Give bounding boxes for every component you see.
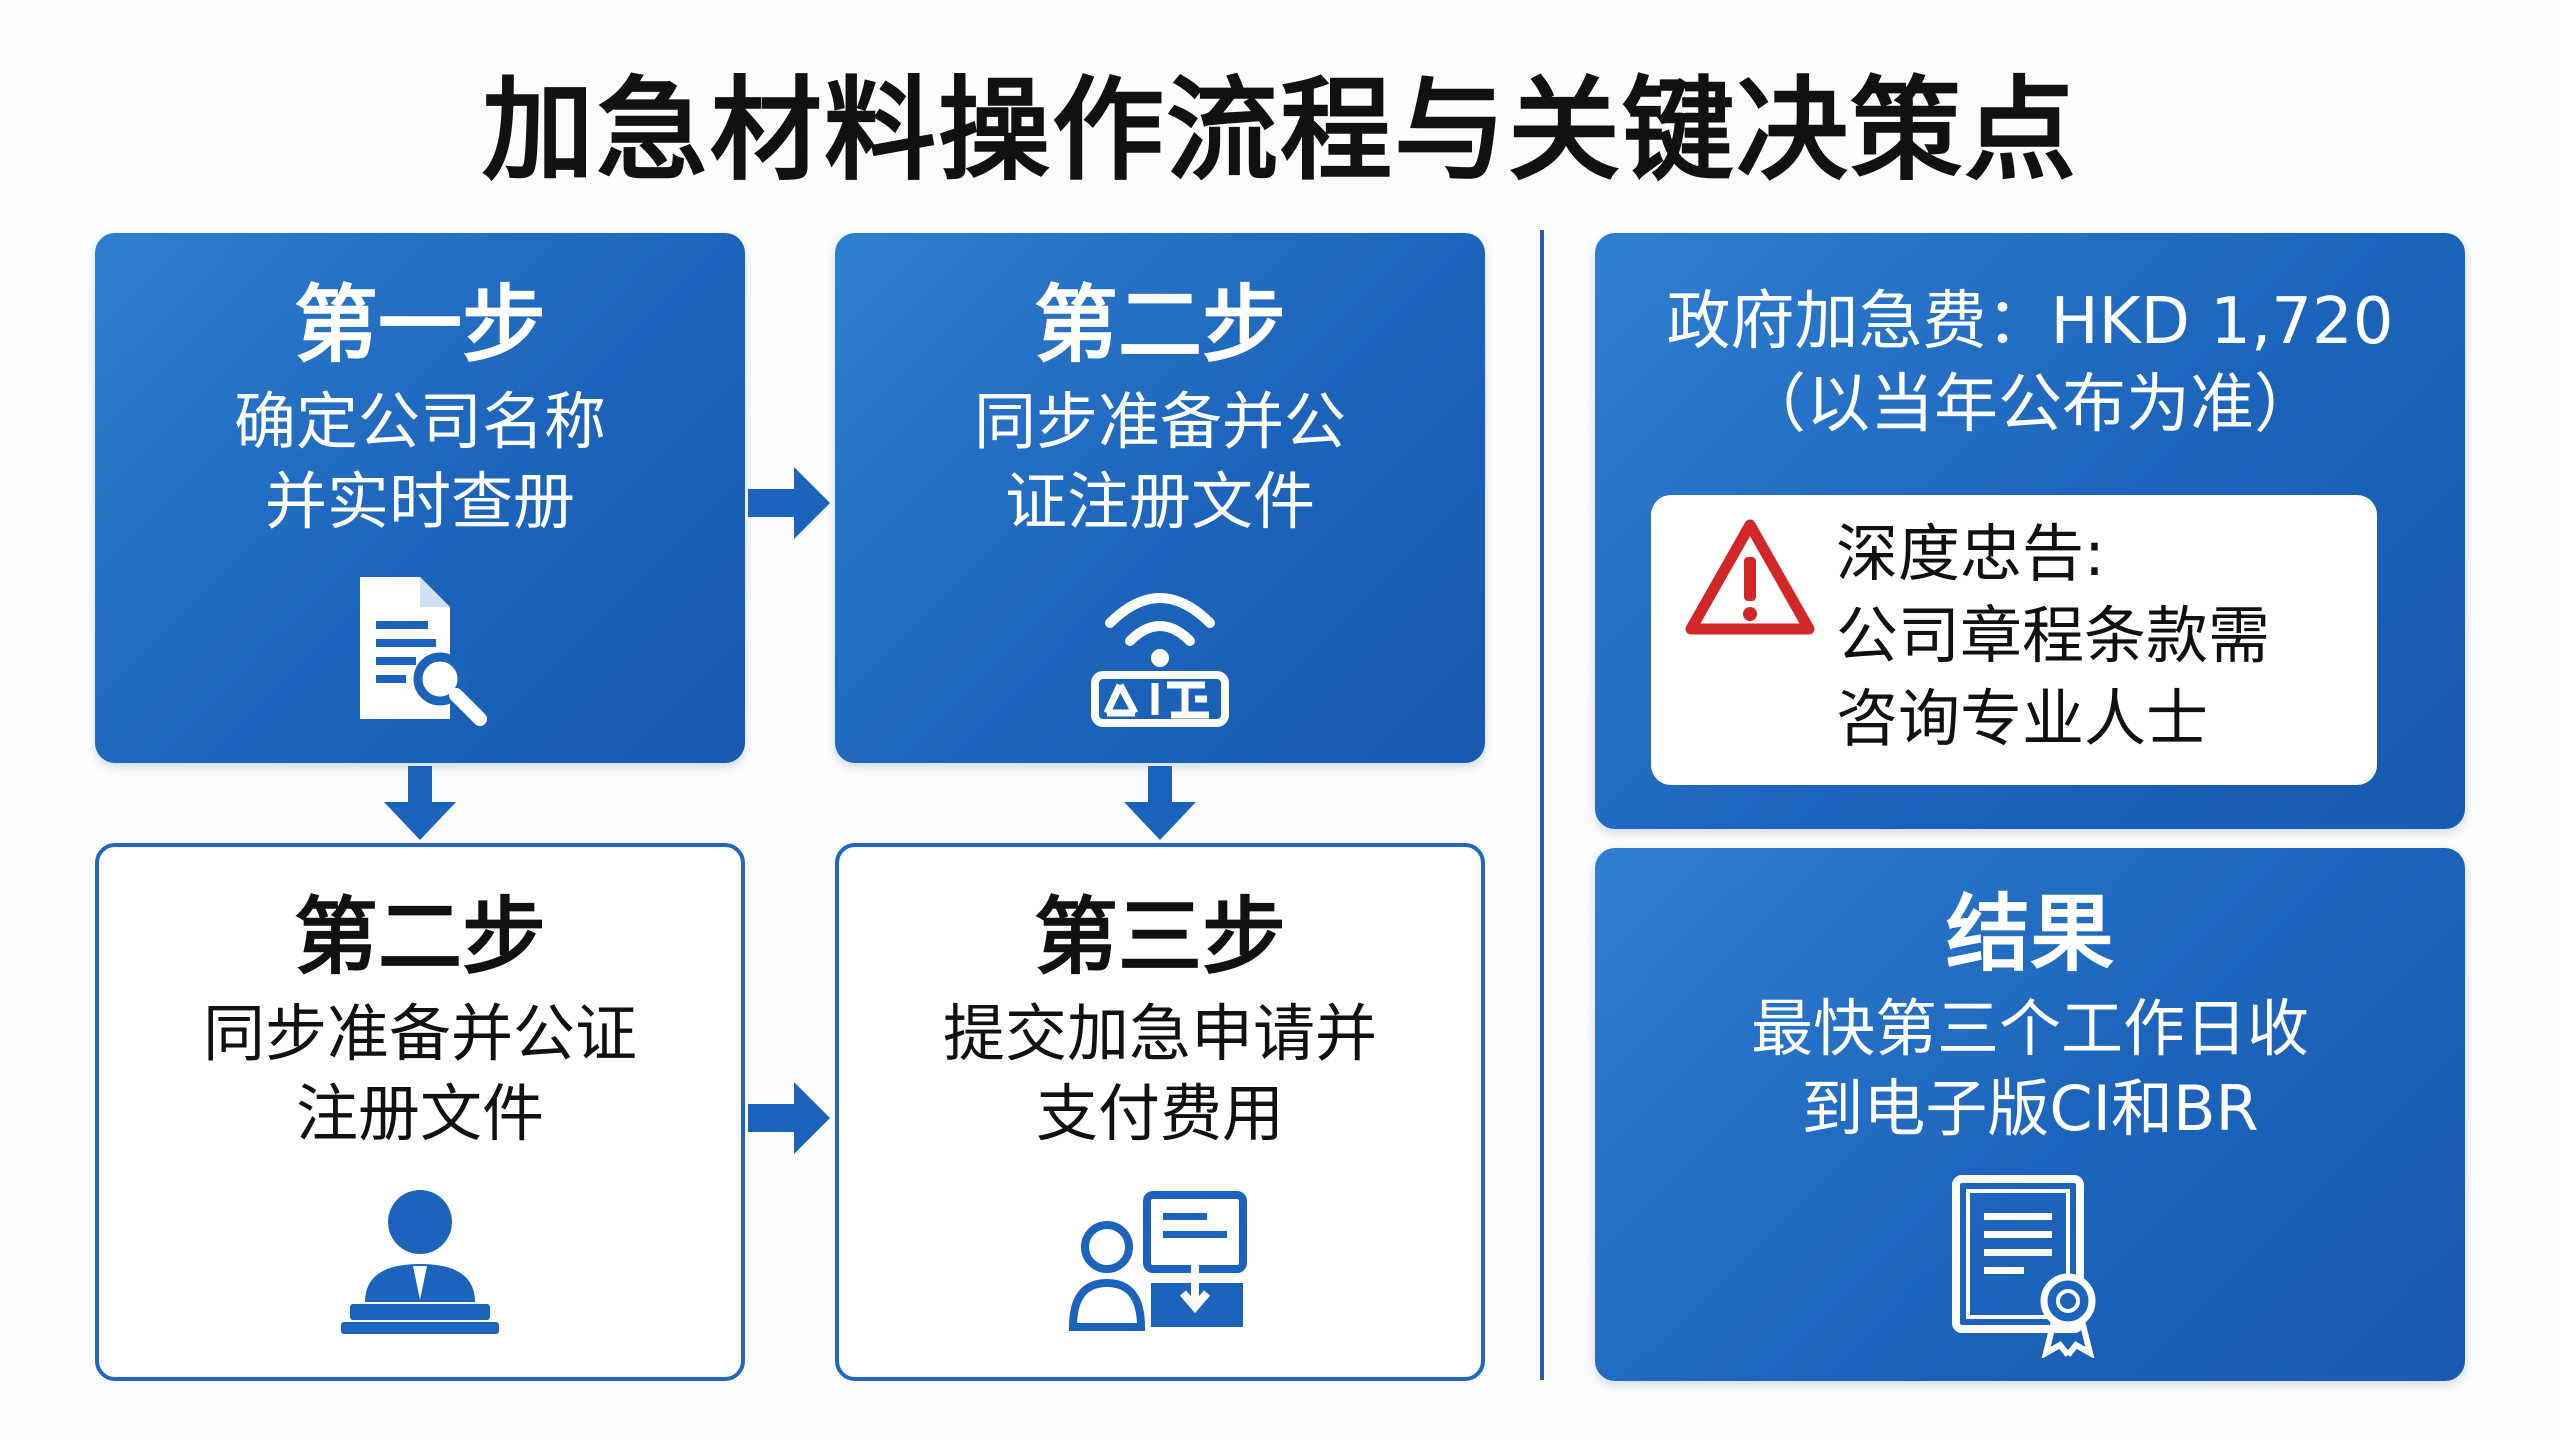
result-line-1: 最快第三个工作日收 <box>1750 991 2309 1065</box>
step-card-3: 第二步 同步准备并公证 注册文件 <box>95 843 745 1381</box>
section-divider <box>1540 230 1544 1380</box>
step-2-desc-line1: 同步准备并公 <box>973 384 1346 458</box>
document-search-icon <box>340 569 500 729</box>
warning-triangle-icon <box>1685 519 1815 635</box>
arrow-down-icon <box>384 766 456 840</box>
step-3-desc-line2: 注册文件 <box>295 1077 544 1151</box>
warning-heading: 深度忠告: <box>1836 517 2105 590</box>
result-card: 结果 最快第三个工作日收 到电子版CI和BR <box>1595 848 2465 1381</box>
step-1-desc-line2: 并实时查册 <box>264 465 575 539</box>
step-3-title: 第二步 <box>293 888 546 986</box>
step-3-desc-line1: 同步准备并公证 <box>202 996 637 1070</box>
step-card-4: 第三步 提交加急申请并 支付费用 <box>835 843 1485 1381</box>
result-line-2: 到电子版CI和BR <box>1801 1072 2259 1146</box>
fee-note: （以当年公布为准） <box>1742 368 2318 443</box>
fee-amount: 政府加急费：HKD 1,720 <box>1666 285 2394 359</box>
step-1-desc-line1: 确定公司名称 <box>233 384 606 458</box>
warning-box: 深度忠告: 公司章程条款需 咨询专业人士 <box>1651 495 2377 785</box>
step-4-desc-line1: 提交加急申请并 <box>942 996 1377 1070</box>
warning-line-3: 咨询专业人士 <box>1836 681 2209 755</box>
step-4-title: 第三步 <box>1033 888 1286 986</box>
arrow-right-icon <box>748 1082 830 1154</box>
arrow-right-icon <box>748 467 830 539</box>
page-title: 加急材料操作流程与关键决策点 <box>482 66 2078 196</box>
step-4-desc-line2: 支付费用 <box>1035 1077 1284 1151</box>
notary-wifi-icon <box>1075 563 1245 733</box>
step-card-1: 第一步 确定公司名称 并实时查册 <box>95 233 745 763</box>
step-card-2: 第二步 同步准备并公 证注册文件 <box>835 233 1485 763</box>
step-2-title: 第二步 <box>1033 276 1286 374</box>
person-submit-icon <box>1065 1187 1255 1337</box>
step-1-title: 第一步 <box>293 276 546 374</box>
certificate-icon <box>1950 1173 2110 1360</box>
person-podium-icon <box>335 1182 505 1342</box>
arrow-down-icon <box>1124 766 1196 840</box>
result-title: 结果 <box>1945 885 2114 983</box>
warning-text: 深度忠告: 公司章程条款需 咨询专业人士 <box>1836 513 2270 760</box>
step-2-desc-line2: 证注册文件 <box>1004 465 1315 539</box>
fee-card: 政府加急费：HKD 1,720 （以当年公布为准） 深度忠告: 公司章程条款需 … <box>1595 233 2465 829</box>
warning-line-2: 公司章程条款需 <box>1836 599 2271 673</box>
